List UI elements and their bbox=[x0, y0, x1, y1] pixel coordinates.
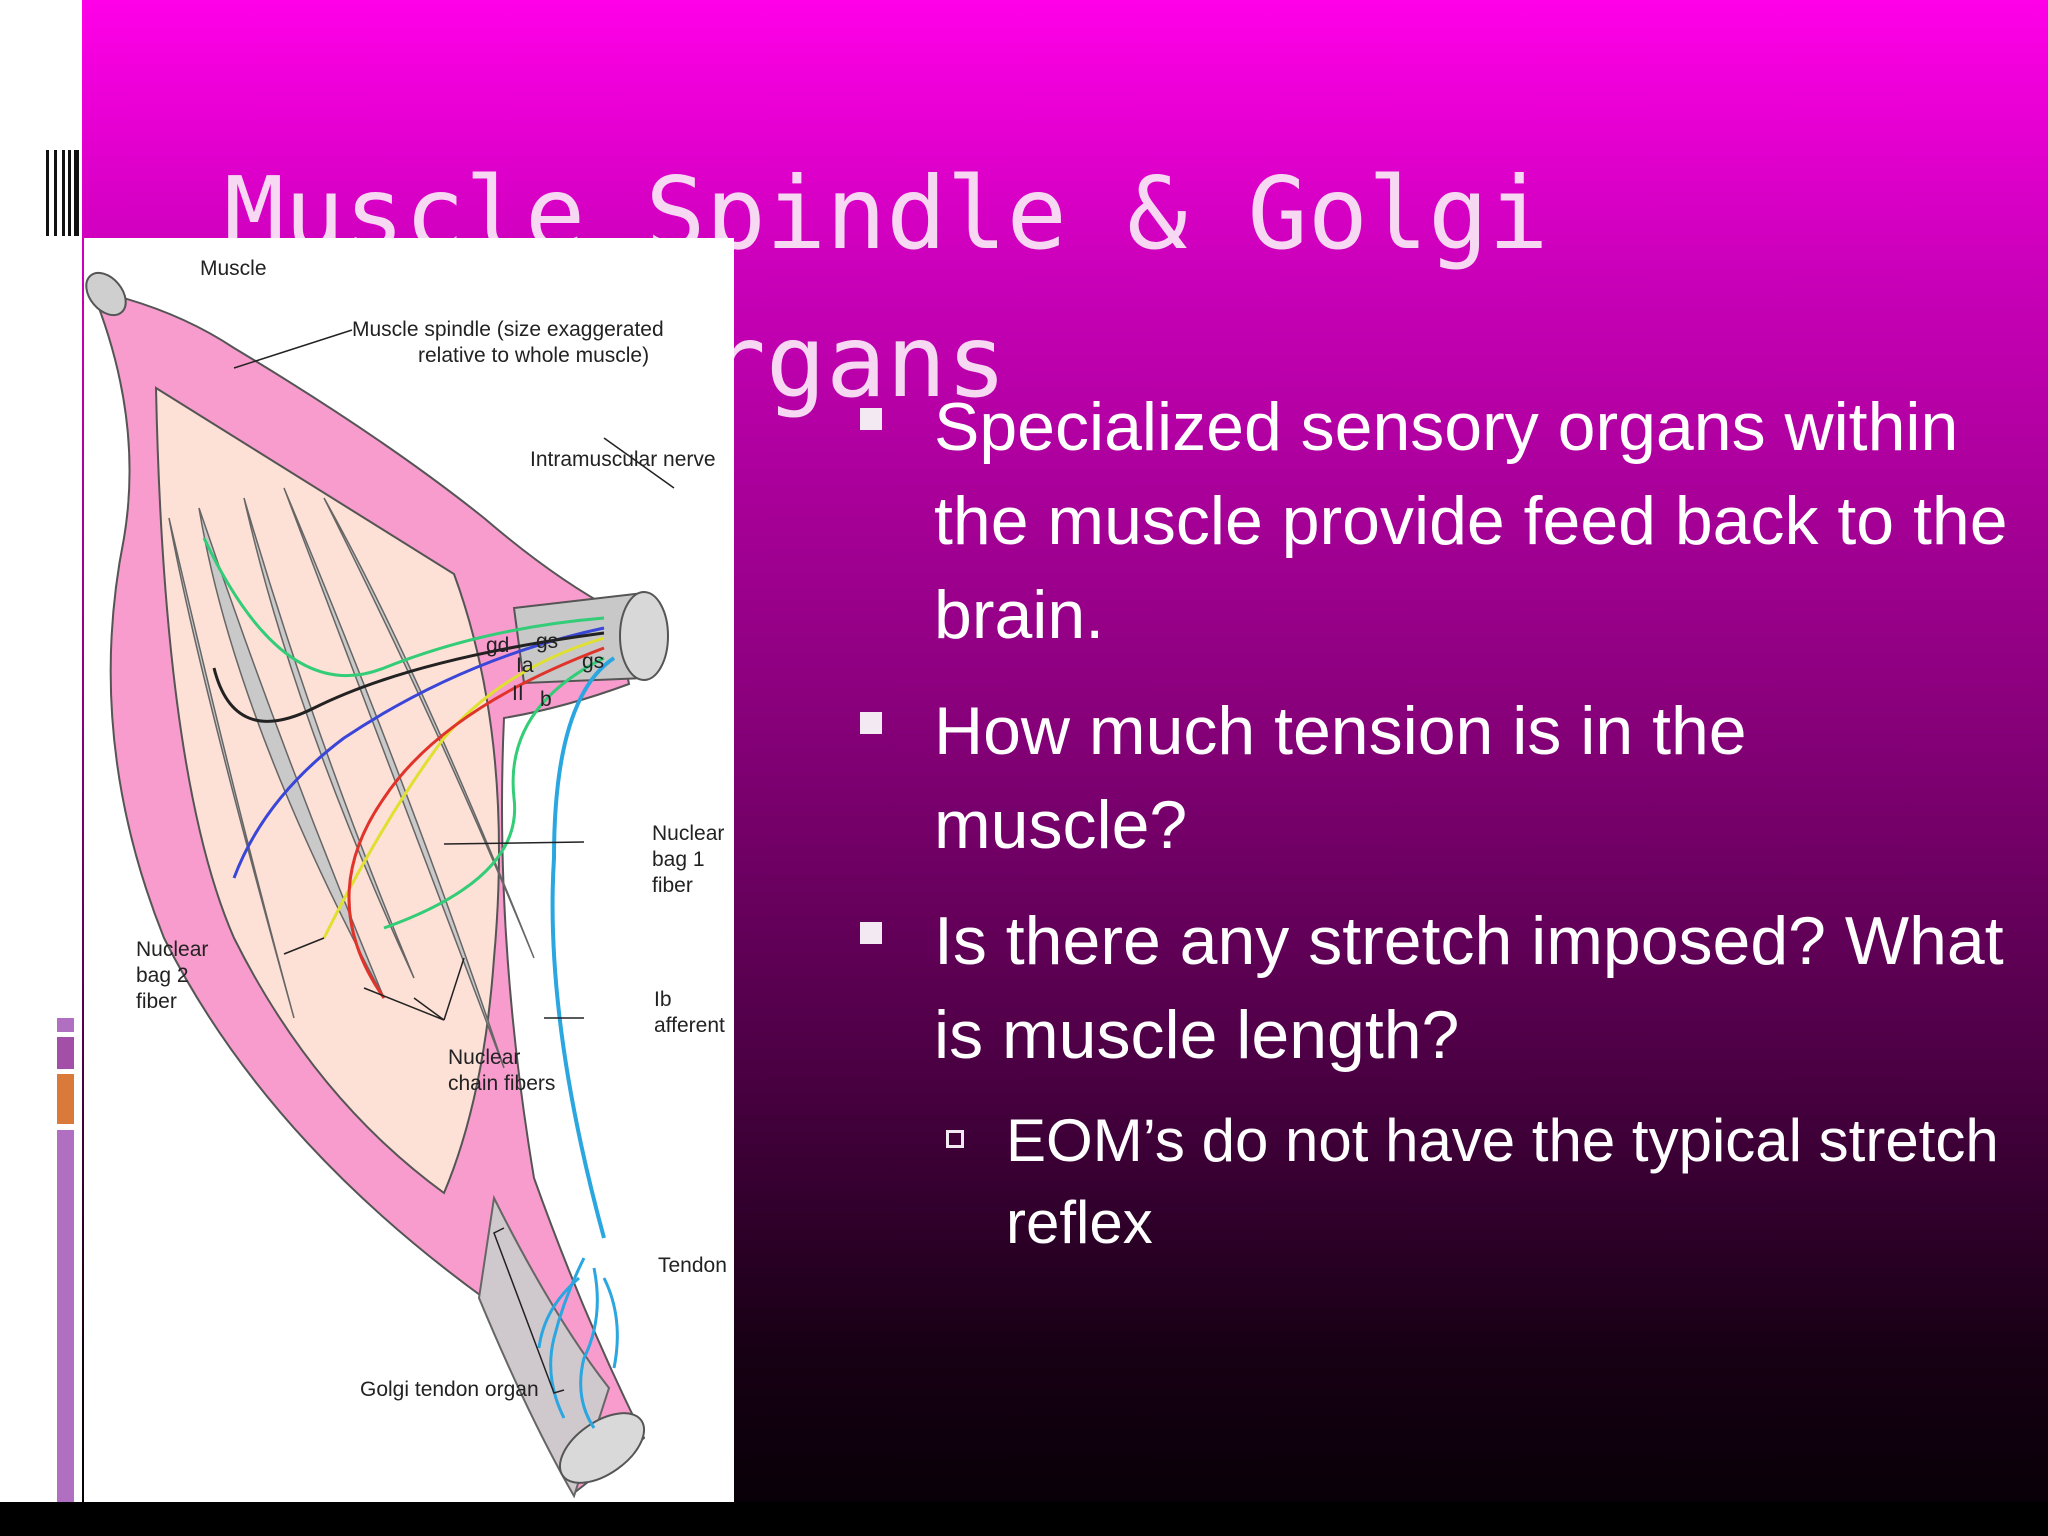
hollow-square-bullet-icon bbox=[946, 1130, 964, 1148]
muscle-spindle-diagram: Muscle Muscle spindle (size exaggerated … bbox=[84, 238, 734, 1502]
bullet-item: How much tension is in the muscle? bbox=[860, 684, 2010, 872]
label-b: b bbox=[540, 688, 552, 711]
decorative-lines bbox=[46, 150, 79, 236]
label-gd: gd bbox=[486, 634, 509, 657]
square-bullet-icon bbox=[860, 922, 882, 944]
label-gs-1: gs bbox=[536, 630, 558, 653]
bullet-text: Is there any stretch imposed? What is mu… bbox=[934, 903, 2004, 1073]
label-bag2-1: Nuclear bbox=[136, 938, 208, 961]
square-bullet-icon bbox=[860, 408, 882, 430]
nerve-fibers bbox=[202, 537, 616, 1239]
label-bag2-3: fiber bbox=[136, 990, 177, 1013]
label-bag1-2: bag 1 bbox=[652, 848, 705, 871]
label-spindle-1: Muscle spindle (size exaggerated bbox=[352, 318, 664, 341]
label-nerve: Intramuscular nerve bbox=[530, 448, 716, 471]
leader-lines bbox=[233, 329, 675, 1394]
label-spindle-2: relative to whole muscle) bbox=[418, 344, 649, 367]
accent-bar-4 bbox=[57, 1130, 74, 1510]
tendon bbox=[477, 1194, 611, 1499]
sub-bullet-text: EOM’s do not have the typical stretch re… bbox=[1006, 1107, 1999, 1256]
bullet-item: Is there any stretch imposed? What is mu… bbox=[860, 894, 2010, 1082]
bullet-text: Specialized sensory organs within the mu… bbox=[934, 389, 2008, 653]
label-ii: II bbox=[512, 682, 524, 705]
accent-bar-3 bbox=[57, 1074, 74, 1124]
label-ia: Ia bbox=[516, 654, 534, 677]
label-gto: Golgi tendon organ bbox=[360, 1378, 539, 1401]
label-tendon: Tendon bbox=[658, 1254, 727, 1277]
square-bullet-icon bbox=[860, 712, 882, 734]
bullet-text: How much tension is in the muscle? bbox=[934, 693, 1747, 863]
sub-bullet-item: EOM’s do not have the typical stretch re… bbox=[860, 1100, 2010, 1264]
label-chain-2: chain fibers bbox=[448, 1072, 555, 1095]
label-chain-1: Nuclear bbox=[448, 1046, 520, 1069]
label-bag1-3: fiber bbox=[652, 874, 693, 897]
label-bag2-2: bag 2 bbox=[136, 964, 189, 987]
label-ib-2: afferent bbox=[654, 1014, 725, 1037]
accent-bar-2 bbox=[57, 1037, 74, 1069]
label-bag1-1: Nuclear bbox=[652, 822, 724, 845]
bullet-list: Specialized sensory organs within the mu… bbox=[860, 380, 2010, 1264]
spindle-capsule bbox=[154, 386, 500, 1195]
bottom-black-bar bbox=[0, 1502, 2048, 1536]
label-ib-1: Ib bbox=[654, 988, 672, 1011]
label-gs-2: gs bbox=[582, 650, 604, 673]
golgi-tendon-organ bbox=[537, 1257, 619, 1429]
accent-bar-1 bbox=[57, 1018, 74, 1032]
label-muscle: Muscle bbox=[200, 257, 267, 280]
bullet-item: Specialized sensory organs within the mu… bbox=[860, 380, 2010, 662]
muscle-top-end bbox=[85, 271, 127, 317]
